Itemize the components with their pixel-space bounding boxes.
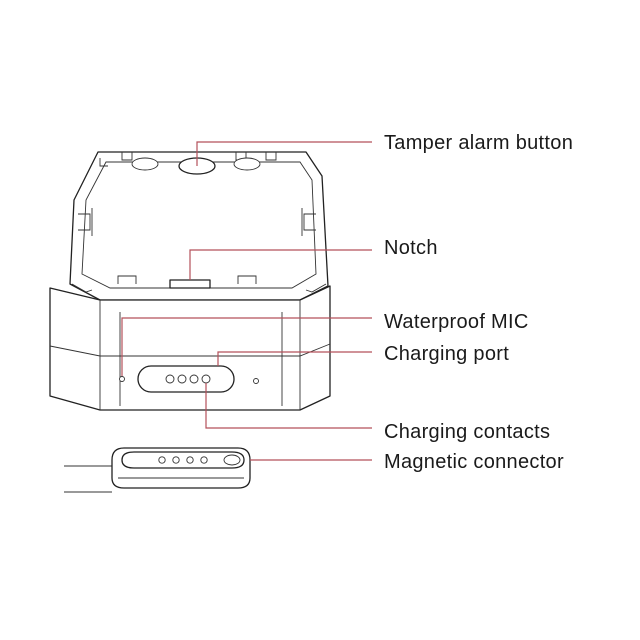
charging-port-pins [165,374,211,384]
leader-tamper [196,141,372,166]
label-notch: Notch [384,237,438,259]
side-screw-dot [253,378,259,384]
magnetic-charging-cable [64,447,251,493]
top-side-clips [78,208,316,236]
front-seam [49,343,331,357]
charging-contacts [158,456,208,464]
notch [169,279,211,289]
label-magnetic-connector: Magnetic connector [384,451,564,473]
leader-charging-port [217,351,372,366]
label-waterproof-mic: Waterproof MIC [384,311,529,333]
label-charging-port: Charging port [384,343,509,365]
leader-charging-contacts [205,383,372,429]
label-charging-contacts: Charging contacts [384,421,550,443]
top-oval-right [233,157,261,171]
top-oval-left [131,157,159,171]
waterproof-mic-hole [119,376,125,382]
leader-lines [121,141,372,461]
leader-notch [189,249,372,280]
front-corner-tabs [71,275,327,293]
connector-end-oval [223,454,241,466]
leader-mic [121,317,372,376]
device-top-rim [81,161,317,289]
callout-labels: Tamper alarm button Notch Waterproof MIC… [384,132,573,473]
connector-face [121,451,245,469]
tracker-device [49,151,331,411]
label-tamper-alarm-button: Tamper alarm button [384,132,573,154]
